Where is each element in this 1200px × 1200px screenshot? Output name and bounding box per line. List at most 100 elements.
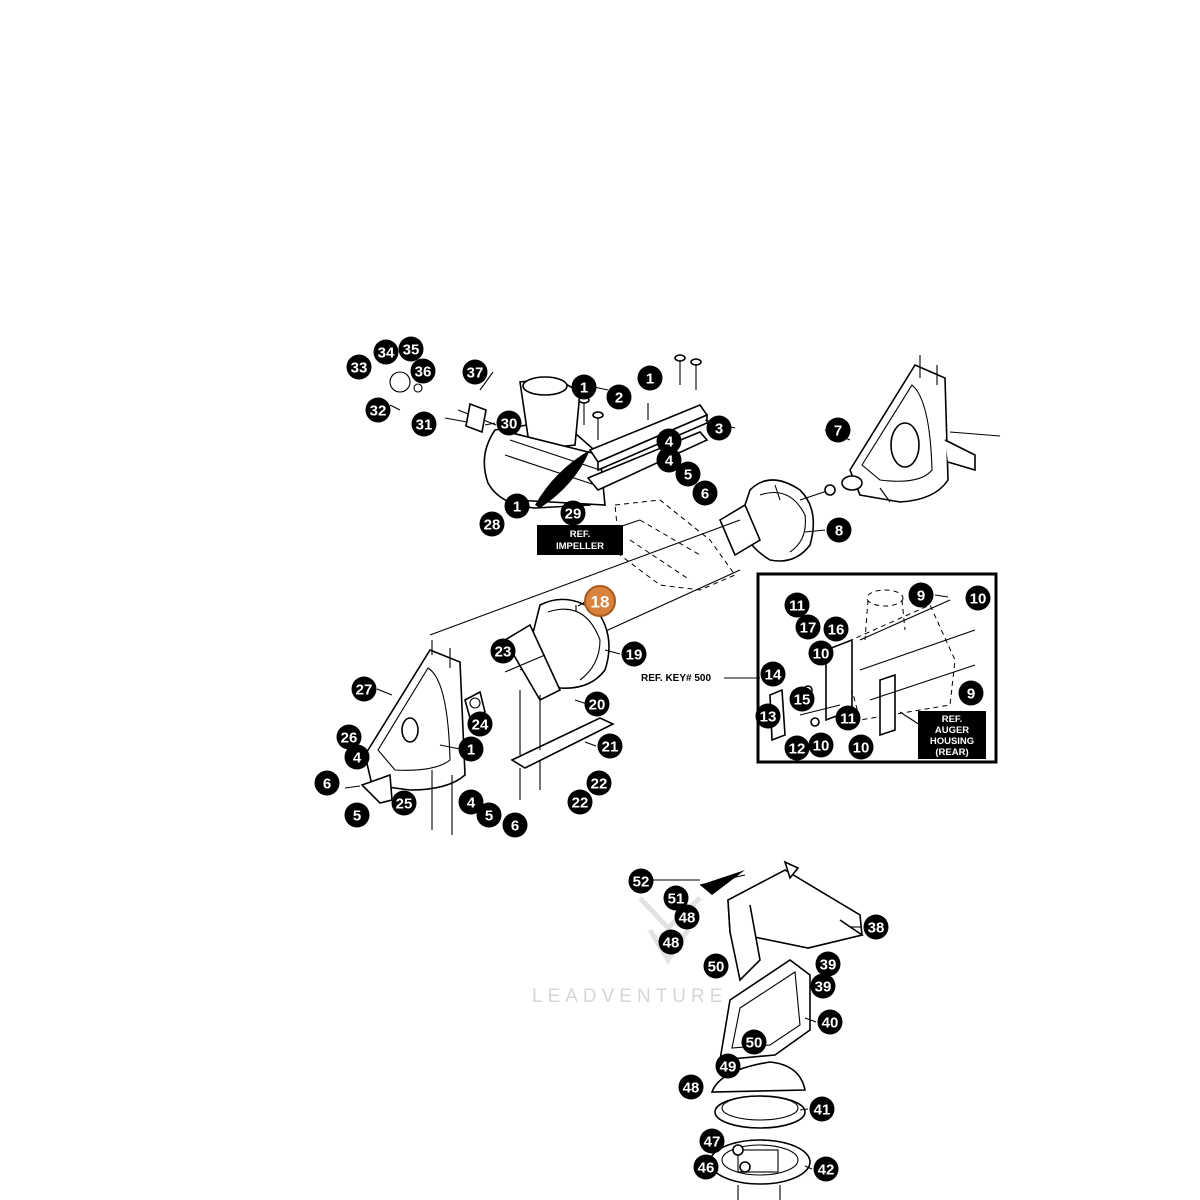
callout-circle[interactable] bbox=[606, 384, 632, 410]
callout-circle[interactable] bbox=[784, 735, 810, 761]
callout-circle[interactable] bbox=[663, 885, 689, 911]
callout-part-8[interactable]: 8 bbox=[826, 517, 852, 543]
callout-part-1[interactable]: 1 bbox=[458, 736, 484, 762]
callout-number[interactable]: 27 bbox=[356, 682, 373, 699]
callout-number[interactable]: 50 bbox=[708, 959, 725, 976]
callout-part-20[interactable]: 20 bbox=[584, 691, 610, 717]
callout-part-51[interactable]: 51 bbox=[663, 885, 689, 911]
callout-circle[interactable] bbox=[344, 744, 370, 770]
callout-circle[interactable] bbox=[715, 1053, 741, 1079]
callout-part-33[interactable]: 33 bbox=[346, 354, 372, 380]
callout-part-10[interactable]: 10 bbox=[965, 585, 991, 611]
callout-number[interactable]: 5 bbox=[353, 808, 361, 825]
callout-circle[interactable] bbox=[741, 1029, 767, 1055]
callout-number[interactable]: 5 bbox=[485, 808, 493, 825]
callout-circle[interactable] bbox=[467, 711, 493, 737]
callout-circle[interactable] bbox=[398, 336, 424, 362]
callout-circle[interactable] bbox=[835, 705, 861, 731]
callout-part-21[interactable]: 21 bbox=[597, 733, 623, 759]
callout-number[interactable]: 3 bbox=[715, 421, 723, 438]
callout-part-48[interactable]: 48 bbox=[674, 904, 700, 930]
callout-part-13[interactable]: 13 bbox=[755, 703, 781, 729]
callout-circle[interactable] bbox=[826, 517, 852, 543]
callout-number[interactable]: 42 bbox=[818, 1162, 835, 1179]
callout-circle[interactable] bbox=[496, 410, 522, 436]
callout-number[interactable]: 48 bbox=[679, 910, 696, 927]
callout-part-32[interactable]: 32 bbox=[365, 397, 391, 423]
callout-part-4[interactable]: 4 bbox=[458, 789, 484, 815]
callout-number[interactable]: 6 bbox=[701, 486, 709, 503]
callout-number[interactable]: 52 bbox=[633, 874, 650, 891]
callout-circle[interactable] bbox=[411, 411, 437, 437]
callout-circle[interactable] bbox=[755, 703, 781, 729]
callout-circle[interactable] bbox=[373, 339, 399, 365]
callout-circle[interactable] bbox=[784, 592, 810, 618]
callout-circle[interactable] bbox=[760, 661, 786, 687]
highlighted-callout[interactable]: 18 bbox=[584, 585, 616, 617]
callout-number[interactable]: 48 bbox=[683, 1080, 700, 1097]
callout-number[interactable]: 25 bbox=[396, 796, 413, 813]
callout-part-49[interactable]: 49 bbox=[715, 1053, 741, 1079]
callout-circle[interactable] bbox=[823, 616, 849, 642]
callout-circle[interactable] bbox=[810, 973, 836, 999]
callout-number[interactable]: 20 bbox=[589, 697, 606, 714]
callout-circle[interactable] bbox=[410, 358, 436, 384]
callout-number[interactable]: 37 bbox=[467, 365, 484, 382]
callout-circle[interactable] bbox=[825, 417, 851, 443]
callout-circle[interactable] bbox=[908, 582, 934, 608]
callout-number[interactable]: 10 bbox=[970, 591, 987, 608]
callout-part-10[interactable]: 10 bbox=[808, 640, 834, 666]
callout-number[interactable]: 30 bbox=[501, 416, 518, 433]
callout-number[interactable]: 39 bbox=[820, 957, 837, 974]
callout-number[interactable]: 35 bbox=[403, 342, 420, 359]
callout-number[interactable]: 11 bbox=[840, 711, 856, 728]
callout-circle[interactable] bbox=[391, 790, 417, 816]
callout-number[interactable]: 9 bbox=[917, 588, 925, 605]
callout-part-47[interactable]: 47 bbox=[699, 1128, 725, 1154]
callout-part-1[interactable]: 1 bbox=[571, 374, 597, 400]
callout-number[interactable]: 48 bbox=[663, 935, 680, 952]
callout-part-5[interactable]: 5 bbox=[344, 802, 370, 828]
callout-number[interactable]: 46 bbox=[698, 1160, 715, 1177]
callout-circle[interactable] bbox=[958, 680, 984, 706]
callout-number[interactable]: 41 bbox=[814, 1102, 831, 1119]
callout-circle[interactable] bbox=[597, 733, 623, 759]
callout-number[interactable]: 31 bbox=[416, 417, 433, 434]
callout-part-40[interactable]: 40 bbox=[817, 1009, 843, 1035]
callout-part-4[interactable]: 4 bbox=[656, 428, 682, 454]
callout-part-10[interactable]: 10 bbox=[808, 732, 834, 758]
callout-part-35[interactable]: 35 bbox=[398, 336, 424, 362]
callout-circle[interactable] bbox=[314, 770, 340, 796]
callout-number[interactable]: 10 bbox=[853, 740, 870, 757]
callout-part-50[interactable]: 50 bbox=[741, 1029, 767, 1055]
callout-circle[interactable] bbox=[462, 359, 488, 385]
callout-part-30[interactable]: 30 bbox=[496, 410, 522, 436]
callout-part-2[interactable]: 2 bbox=[606, 384, 632, 410]
callout-number[interactable]: 50 bbox=[746, 1035, 763, 1052]
callout-number[interactable]: 36 bbox=[415, 364, 432, 381]
callout-part-27[interactable]: 27 bbox=[351, 676, 377, 702]
callout-circle[interactable] bbox=[817, 1009, 843, 1035]
callout-part-48[interactable]: 48 bbox=[658, 929, 684, 955]
callout-circle[interactable] bbox=[490, 638, 516, 664]
callout-circle[interactable] bbox=[628, 868, 654, 894]
callout-part-4[interactable]: 4 bbox=[344, 744, 370, 770]
callout-circle[interactable] bbox=[813, 1156, 839, 1182]
callout-number[interactable]: 6 bbox=[511, 818, 519, 835]
callout-number[interactable]: 7 bbox=[834, 423, 842, 440]
callout-circle[interactable] bbox=[848, 734, 874, 760]
callout-number[interactable]: 39 bbox=[815, 979, 832, 996]
callout-number[interactable]: 2 bbox=[615, 390, 623, 407]
callout-circle[interactable] bbox=[808, 732, 834, 758]
callout-circle[interactable] bbox=[675, 461, 701, 487]
callout-number[interactable]: 26 bbox=[341, 730, 358, 747]
callout-part-22[interactable]: 22 bbox=[567, 789, 593, 815]
callout-number[interactable]: 1 bbox=[513, 499, 521, 516]
callout-number[interactable]: 32 bbox=[370, 403, 387, 420]
callout-part-1[interactable]: 1 bbox=[504, 493, 530, 519]
callout-number[interactable]: 40 bbox=[822, 1015, 839, 1032]
callout-part-26[interactable]: 26 bbox=[336, 724, 362, 750]
callout-number[interactable]: 1 bbox=[467, 742, 475, 759]
callout-number[interactable]: 21 bbox=[602, 739, 619, 756]
callout-part-23[interactable]: 23 bbox=[490, 638, 516, 664]
